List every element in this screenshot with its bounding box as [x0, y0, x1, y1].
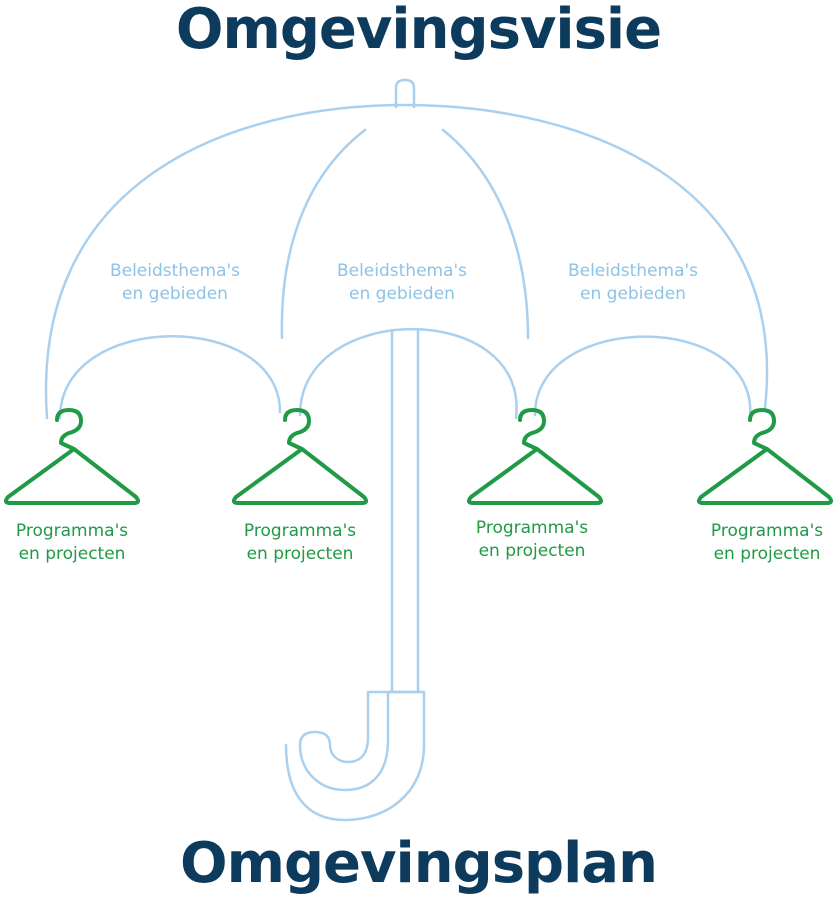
umbrella-handle [284, 690, 426, 822]
umbrella-tip [394, 78, 416, 109]
umbrella-shaft [390, 328, 420, 694]
hanger-2 [231, 408, 369, 505]
umbrella-canopy [44, 103, 769, 420]
title-omgevingsplan: Omgevingsplan [180, 831, 658, 896]
umbrella-rib-left [280, 128, 367, 340]
hanger-3 [466, 408, 604, 505]
umbrella-scallop-2 [298, 327, 518, 420]
umbrella-rib-right [441, 128, 530, 340]
umbrella-scallop-1 [58, 335, 282, 420]
umbrella-scallop-3 [533, 335, 752, 420]
title-omgevingsvisie: Omgevingsvisie [175, 0, 662, 62]
hanger-4 [696, 408, 834, 505]
hanger-1 [3, 408, 141, 505]
